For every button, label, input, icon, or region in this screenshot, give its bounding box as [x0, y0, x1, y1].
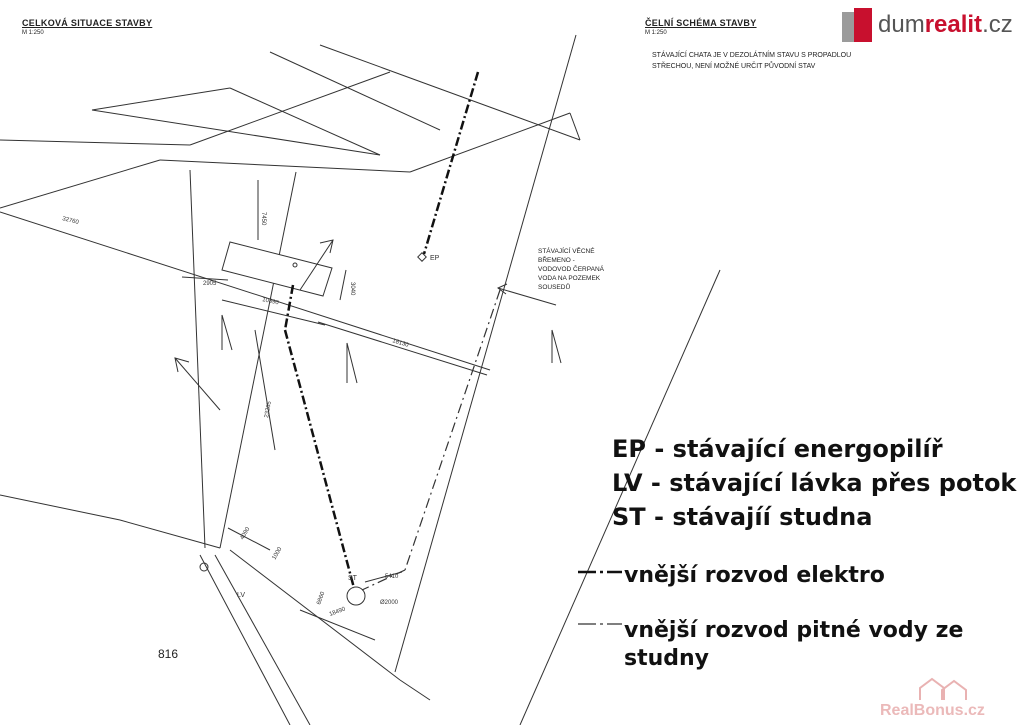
- road-edge: [199, 554, 291, 725]
- header-left-title: CELKOVÁ SITUACE STAVBY: [22, 18, 153, 28]
- header-right-title: ČELNÍ SCHÉMA STAVBY: [645, 18, 757, 28]
- road-edge: [91, 109, 381, 156]
- electro-route: [422, 71, 480, 255]
- legend-ep: EP - stávající energopilíř: [612, 435, 943, 463]
- plot-boundary: [394, 34, 577, 673]
- dimension-label: 18130: [391, 338, 409, 349]
- road-edge: [189, 71, 391, 146]
- road-edge: [0, 159, 161, 209]
- header-right-scale: M 1:250: [645, 30, 667, 36]
- water-route: [361, 569, 406, 591]
- watermark-houses-icon: [919, 677, 967, 700]
- ep-label: EP: [430, 255, 440, 262]
- road-edge: [319, 44, 581, 141]
- plot-boundary: [519, 269, 721, 725]
- dimension-label: 1000: [272, 546, 284, 561]
- brand-logo: dumrealit.cz: [842, 8, 1013, 42]
- dimension-label: 4090: [240, 526, 252, 541]
- direction-arrow: [299, 239, 334, 291]
- legend-water: vnější rozvod pitné vody ze studny: [624, 618, 964, 671]
- plot-number: 816: [158, 647, 179, 661]
- road-edge: [569, 112, 581, 141]
- plot-boundary: [189, 169, 206, 549]
- water-legend-symbol: [578, 623, 622, 625]
- condition-note: STÁVAJÍCÍ CHATA JE V DEZOLÁTNÍM STAVU S …: [652, 52, 852, 70]
- dimension-label: 32760: [62, 216, 80, 226]
- brand-bold: realit: [924, 11, 983, 38]
- cottage-building: [221, 241, 333, 297]
- dimension-label: 23265: [264, 400, 273, 418]
- water-route: [404, 289, 501, 571]
- easement-note: STÁVAJÍCÍ VĚCNÉ BŘEMENO - VODOVOD ČERPAN…: [538, 248, 604, 291]
- watermark: RealBonus.cz: [880, 702, 985, 719]
- electro-legend-symbol: [578, 570, 622, 574]
- brand-plain: dum: [878, 11, 925, 38]
- road-edge: [0, 139, 191, 146]
- road-edge: [229, 87, 381, 156]
- st-label: ST: [348, 575, 358, 582]
- road-edge: [409, 112, 571, 173]
- road-edge: [91, 87, 231, 111]
- lv-label: LV: [237, 592, 245, 599]
- road-edge: [119, 519, 221, 549]
- road-edge: [269, 51, 441, 131]
- dimension-label: Ø2000: [380, 600, 399, 606]
- direction-arrow: [174, 357, 221, 411]
- dimension-label: 3040: [349, 282, 355, 296]
- dimension-label: 6860: [316, 590, 326, 605]
- legend-lv: LV - stávající lávka přes potok: [612, 469, 1017, 497]
- well: [346, 586, 366, 606]
- electro-route: [283, 284, 295, 331]
- dimension-label: 7450: [260, 212, 266, 226]
- legend-electro: vnější rozvod elektro: [624, 563, 885, 588]
- road-edge: [159, 159, 411, 173]
- road-edge: [214, 554, 311, 725]
- dimension-label: 2905: [203, 281, 217, 287]
- legend-st: ST - stávajíí studna: [612, 503, 873, 531]
- plot-boundary: [0, 211, 491, 371]
- dimension-label: 18490: [329, 606, 347, 618]
- house-logo-icon: [842, 8, 872, 42]
- road-edge: [399, 679, 431, 701]
- road-edge: [0, 494, 121, 521]
- dimension-label: 10390: [262, 297, 280, 306]
- dimension-label: 5410: [385, 574, 399, 580]
- plot-boundary: [219, 171, 297, 549]
- header-right: ČELNÍ SCHÉMA STAVBY M 1:250: [645, 18, 757, 36]
- header-left-scale: M 1:250: [22, 30, 44, 36]
- energy-pillar: [417, 252, 427, 262]
- road-edge: [229, 549, 401, 681]
- header-left: CELKOVÁ SITUACE STAVBY M 1:250: [22, 18, 152, 36]
- brand-suffix: .cz: [982, 11, 1013, 38]
- electro-route: [283, 329, 356, 589]
